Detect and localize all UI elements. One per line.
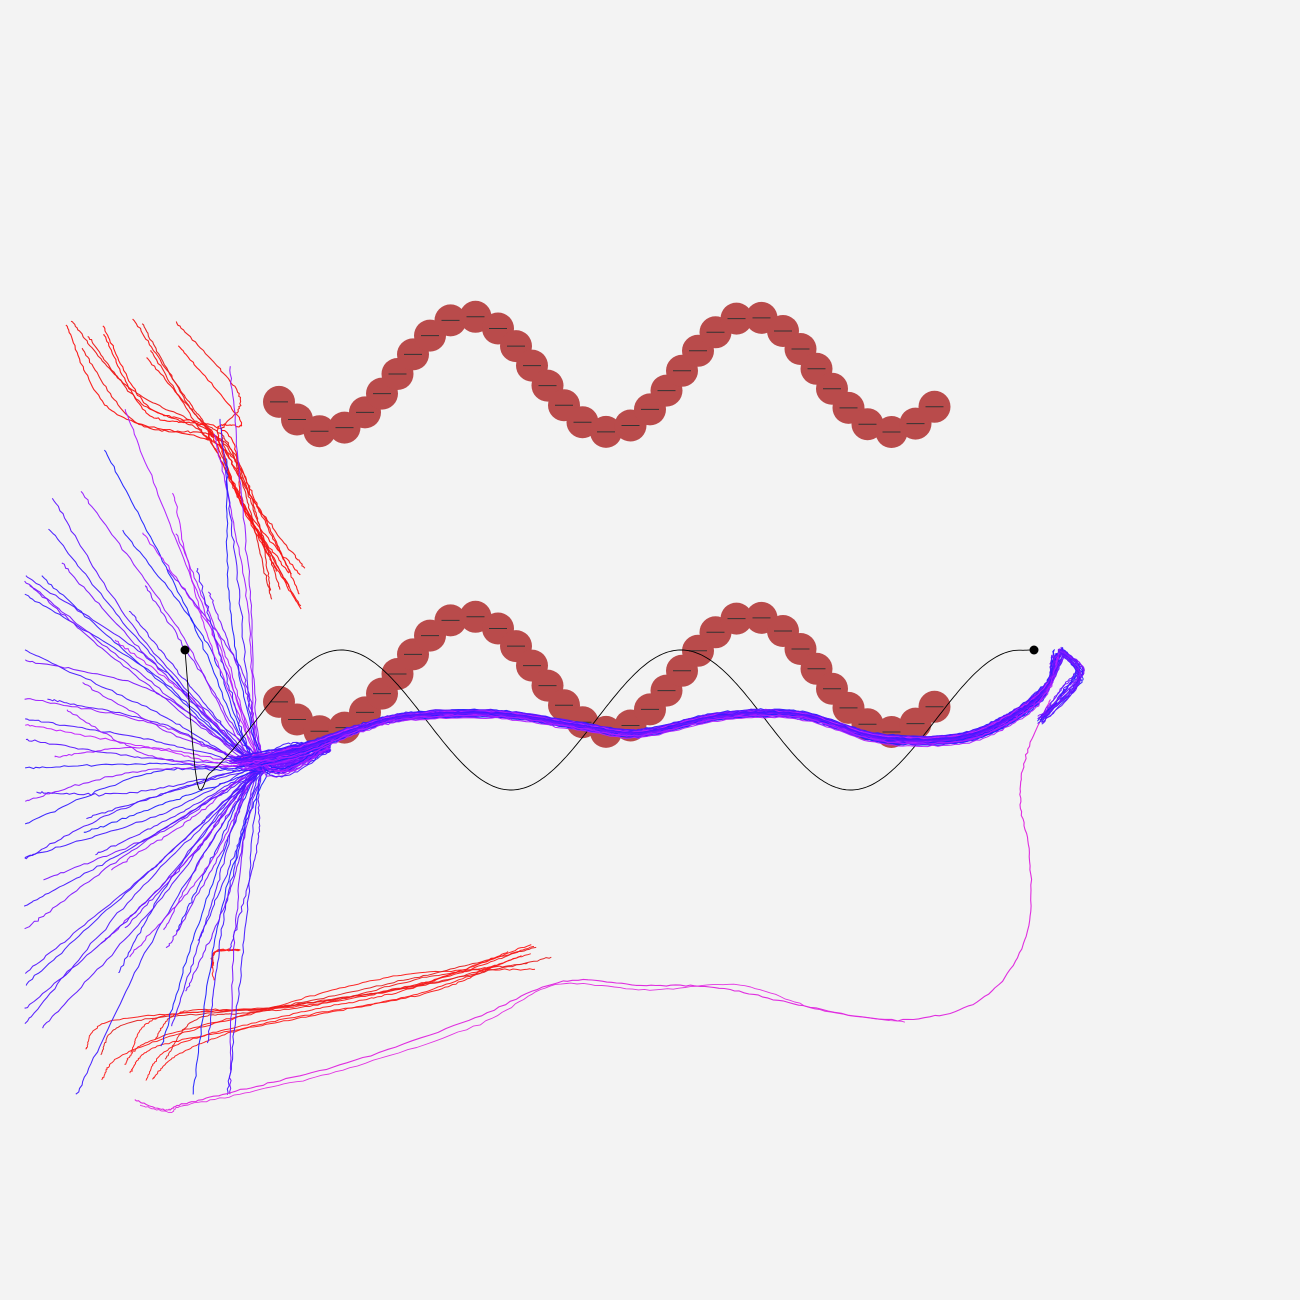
goal-trajectory	[1041, 647, 1080, 719]
upper-red-trajectory	[70, 320, 281, 590]
approach-trajectory	[225, 458, 330, 770]
upper-red-trajectory	[81, 347, 272, 592]
upper-obstacle	[434, 304, 467, 337]
lower-red-trajectory	[100, 956, 552, 1056]
obstacle-row-upper	[263, 300, 951, 448]
channel-trajectory	[234, 654, 1062, 759]
start-point	[180, 645, 190, 655]
main-trajectory-layer	[229, 646, 1085, 770]
detour-trajectory	[134, 699, 1051, 1112]
lower-red-trajectory	[129, 955, 522, 1074]
upper-obstacle	[875, 416, 908, 448]
channel-trajectory	[242, 659, 1059, 770]
endpoint-layer	[180, 645, 1039, 655]
approach-trajectory	[124, 409, 331, 773]
lower-obstacle	[918, 690, 951, 723]
upper-obstacle	[720, 302, 753, 335]
obstacle-row-lower	[263, 600, 951, 748]
lower-red-trajectory	[154, 962, 528, 1041]
reference-path	[184, 649, 1034, 791]
upper-obstacle	[590, 415, 622, 448]
upper-red-trajectory	[102, 325, 290, 574]
lower-red-trajectory	[145, 951, 509, 1081]
detour-trajectory	[139, 982, 906, 1113]
lower-obstacle	[434, 604, 467, 637]
goal-point	[1029, 645, 1039, 655]
upper-obstacle	[918, 390, 951, 423]
channel-trajectory	[229, 656, 1056, 764]
upper-red-trajectory	[150, 350, 278, 572]
upper-red-trajectory	[141, 323, 273, 600]
goal-trajectory	[1038, 652, 1083, 720]
reference-path-layer	[184, 649, 1034, 791]
goal-trajectory	[1037, 649, 1082, 717]
goal-trajectory	[1041, 649, 1080, 723]
upper-obstacle	[303, 415, 336, 448]
channel-trajectory	[233, 657, 1060, 767]
lower-red-trajectory	[211, 949, 240, 966]
lower-red-trajectory	[151, 962, 503, 1080]
upper-red-trajectory	[65, 324, 300, 595]
channel-trajectory	[232, 650, 1065, 762]
lower-obstacle	[720, 602, 753, 635]
approach-trajectory	[128, 610, 331, 767]
upper-obstacle	[851, 408, 884, 441]
approach-trajectory	[229, 366, 331, 775]
approach-trajectory	[29, 584, 331, 768]
